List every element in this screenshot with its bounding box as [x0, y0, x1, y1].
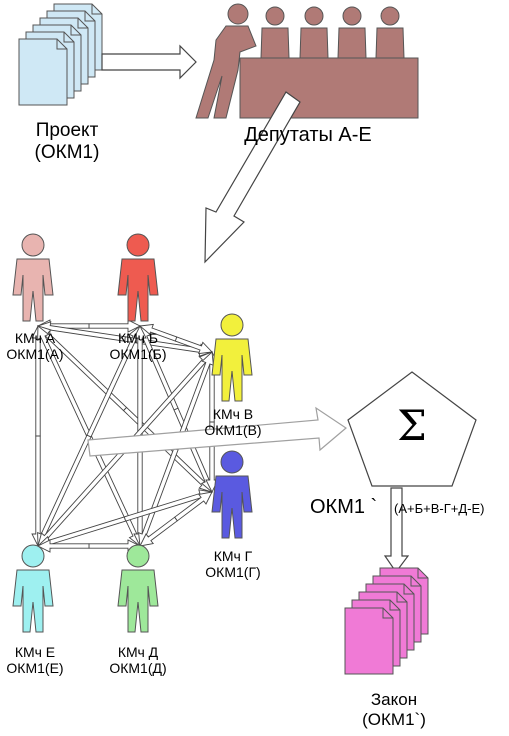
- node-e-label-line1: КМч Е: [14, 644, 56, 660]
- project-document-stack-icon: [18, 3, 103, 106]
- node-a-label: КМч А ОКМ1(А): [0, 330, 70, 362]
- group-to-sum-arrow: [87, 406, 347, 457]
- sum-symbol: Σ: [397, 401, 427, 450]
- node-g-label-line2: ОКМ1(Г): [205, 564, 261, 581]
- deputies-label: Депутаты А-Е: [244, 124, 372, 146]
- project-to-deputies-arrow: [101, 44, 197, 80]
- node-d-person-icon: [117, 544, 159, 633]
- node-a-person-icon: [12, 233, 54, 322]
- node-v-label-line1: КМч В: [212, 406, 254, 422]
- deputies-to-group-arrow: [204, 91, 301, 264]
- node-g-label: КМч Г ОКМ1(Г): [196, 548, 270, 580]
- edge-arrow-d-to-b: [133, 324, 147, 437]
- edge-arrow-d-to-e: [36, 539, 90, 553]
- edge-arrow-g-to-d: [139, 516, 178, 547]
- node-a-label-line1: КМч А: [14, 330, 56, 346]
- node-e-label-line2: ОКМ1(Е): [6, 660, 64, 677]
- node-v-label-line2: ОКМ1(В): [204, 422, 262, 439]
- node-b-label: КМч Б ОКМ1(Б): [103, 330, 173, 362]
- project-label-line2: (ОКМ1): [34, 141, 100, 163]
- node-d-label-line2: ОКМ1(Д): [109, 660, 167, 677]
- node-e-person-icon: [12, 544, 54, 633]
- deputies-group-icon: [195, 3, 419, 119]
- sum-formula: (А+Б+В-Г+Д-Е): [394, 501, 485, 516]
- edge-arrow-a-to-b: [88, 319, 142, 333]
- law-label-line1: Закон: [370, 690, 418, 709]
- law-document-stack-icon: [344, 567, 429, 675]
- node-a-label-line2: ОКМ1(А): [6, 346, 64, 363]
- edge-arrow-a-to-e: [31, 435, 45, 548]
- node-g-person-icon: [211, 450, 253, 539]
- edge-arrow-e-to-d: [88, 539, 142, 553]
- node-g-label-line1: КМч Г: [213, 548, 253, 564]
- node-b-label-line2: ОКМ1(Б): [109, 346, 167, 363]
- project-label-line1: Проект: [35, 120, 99, 141]
- sum-label: ОКМ1 `: [310, 496, 378, 518]
- node-connections: [31, 319, 219, 553]
- node-v-person-icon: [211, 313, 253, 402]
- node-v-label: КМч В ОКМ1(В): [196, 406, 270, 438]
- edge-arrow-d-to-a: [37, 325, 92, 438]
- law-label: Закон (ОКМ1`): [352, 690, 436, 729]
- node-b-person-icon: [117, 233, 159, 322]
- sum-pentagon-icon: Σ: [347, 371, 477, 487]
- edge-arrow-b-to-v: [174, 336, 213, 355]
- sum-to-law-arrow: [383, 487, 410, 574]
- law-label-line2: (ОКМ1`): [362, 709, 426, 729]
- node-b-label-line1: КМч Б: [117, 330, 159, 346]
- node-d-label: КМч Д ОКМ1(Д): [103, 644, 173, 676]
- node-d-label-line1: КМч Д: [117, 644, 159, 660]
- edge-arrow-d-to-g: [174, 491, 213, 522]
- node-e-label: КМч Е ОКМ1(Е): [0, 644, 70, 676]
- project-label: Проект (ОКМ1): [22, 120, 112, 164]
